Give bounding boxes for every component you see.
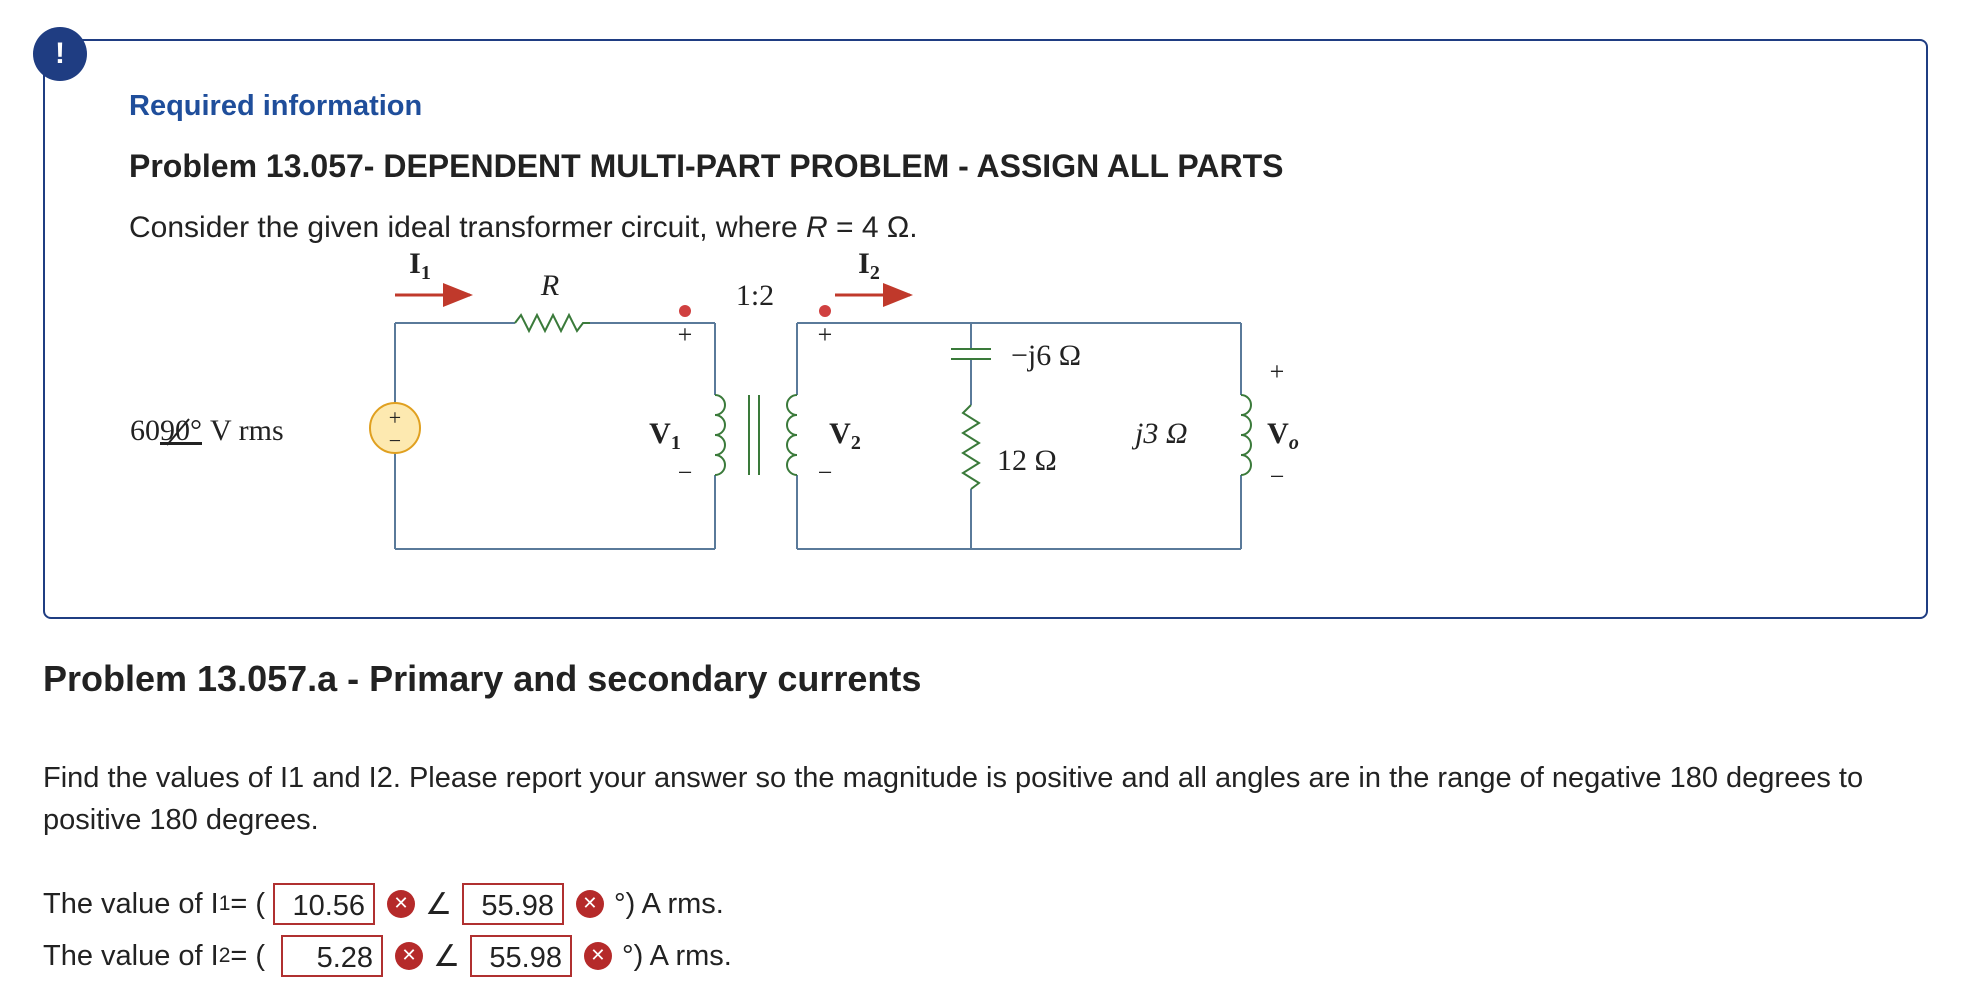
source-minus: − [389,428,401,453]
required-info-panel [43,39,1928,619]
label-v1: V1 [649,417,681,454]
close-icon: ✕ [387,890,416,918]
close-icon: ✕ [575,890,604,918]
answer-sub: 2 [218,944,231,967]
v1-minus: − [678,458,693,487]
label-res12: 12 Ω [997,444,1057,477]
answer-prefix: The value of I [43,939,219,972]
resistor-12 [961,404,981,490]
label-v2: V2 [829,417,861,454]
answer-suffix: °) A rms. [621,939,732,972]
label-source: 6090°V rms [130,414,284,447]
primary-dot [679,305,691,317]
resistor-r [514,312,590,334]
secondary-coil [786,394,798,476]
i2-angle-input[interactable]: 55.98 [469,935,572,977]
i1-angle-input[interactable]: 55.98 [461,883,564,925]
problem-intro: Consider the given ideal transformer cir… [129,211,918,245]
answer-eq: = ( [230,887,266,920]
voltage-source [369,402,421,454]
primary-coil [714,394,726,476]
intro-var: R [805,211,828,244]
secondary-wires [796,322,1242,550]
transformer-core [748,395,760,475]
part-title: Problem 13.057.a - Primary and secondary… [43,658,922,699]
vo-plus: + [1270,357,1285,386]
i1-magnitude-input[interactable]: 10.56 [273,883,376,925]
v2-minus: − [818,458,833,487]
required-info-heading: Required information [129,90,423,122]
intro-suffix: = 4 Ω. [827,211,918,244]
transformer-circuit-diagram: + − I1 I2 R 1:2 6090°V rms + V1 − + V2 −… [130,247,1299,550]
label-vo: Vo [1267,417,1299,454]
v1-plus: + [678,320,693,349]
answer-prefix: The value of I [43,887,219,920]
primary-wires [394,322,716,550]
label-i1: I1 [409,247,431,284]
answer-eq: = ( [230,939,266,972]
i2-magnitude-input[interactable]: 5.28 [281,935,384,977]
answer-sub: 1 [218,892,231,915]
label-ratio: 1:2 [736,279,774,312]
source-plus: + [389,405,401,430]
answer-suffix: °) A rms. [613,887,724,920]
alert-icon: ! [33,27,87,81]
label-i2: I2 [858,247,880,284]
angle-slash [166,418,190,446]
part-instructions: Find the values of I1 and I2. Please rep… [43,762,1864,836]
angle-icon: ∠ [433,938,460,974]
angle-icon: ∠ [425,886,452,922]
label-ind: j3 Ω [1131,417,1188,450]
secondary-dot [819,305,831,317]
v2-plus: + [818,320,833,349]
problem-title: Problem 13.057- DEPENDENT MULTI-PART PRO… [129,148,1284,184]
intro-prefix: Consider the given ideal transformer cir… [129,211,806,244]
label-r: R [540,269,559,302]
vo-minus: − [1270,462,1285,491]
capacitor-symbol [951,348,991,360]
close-icon: ✕ [583,942,612,970]
close-icon: ✕ [395,942,424,970]
inductor-j3 [1240,394,1252,476]
label-cap: −j6 Ω [1011,339,1081,372]
